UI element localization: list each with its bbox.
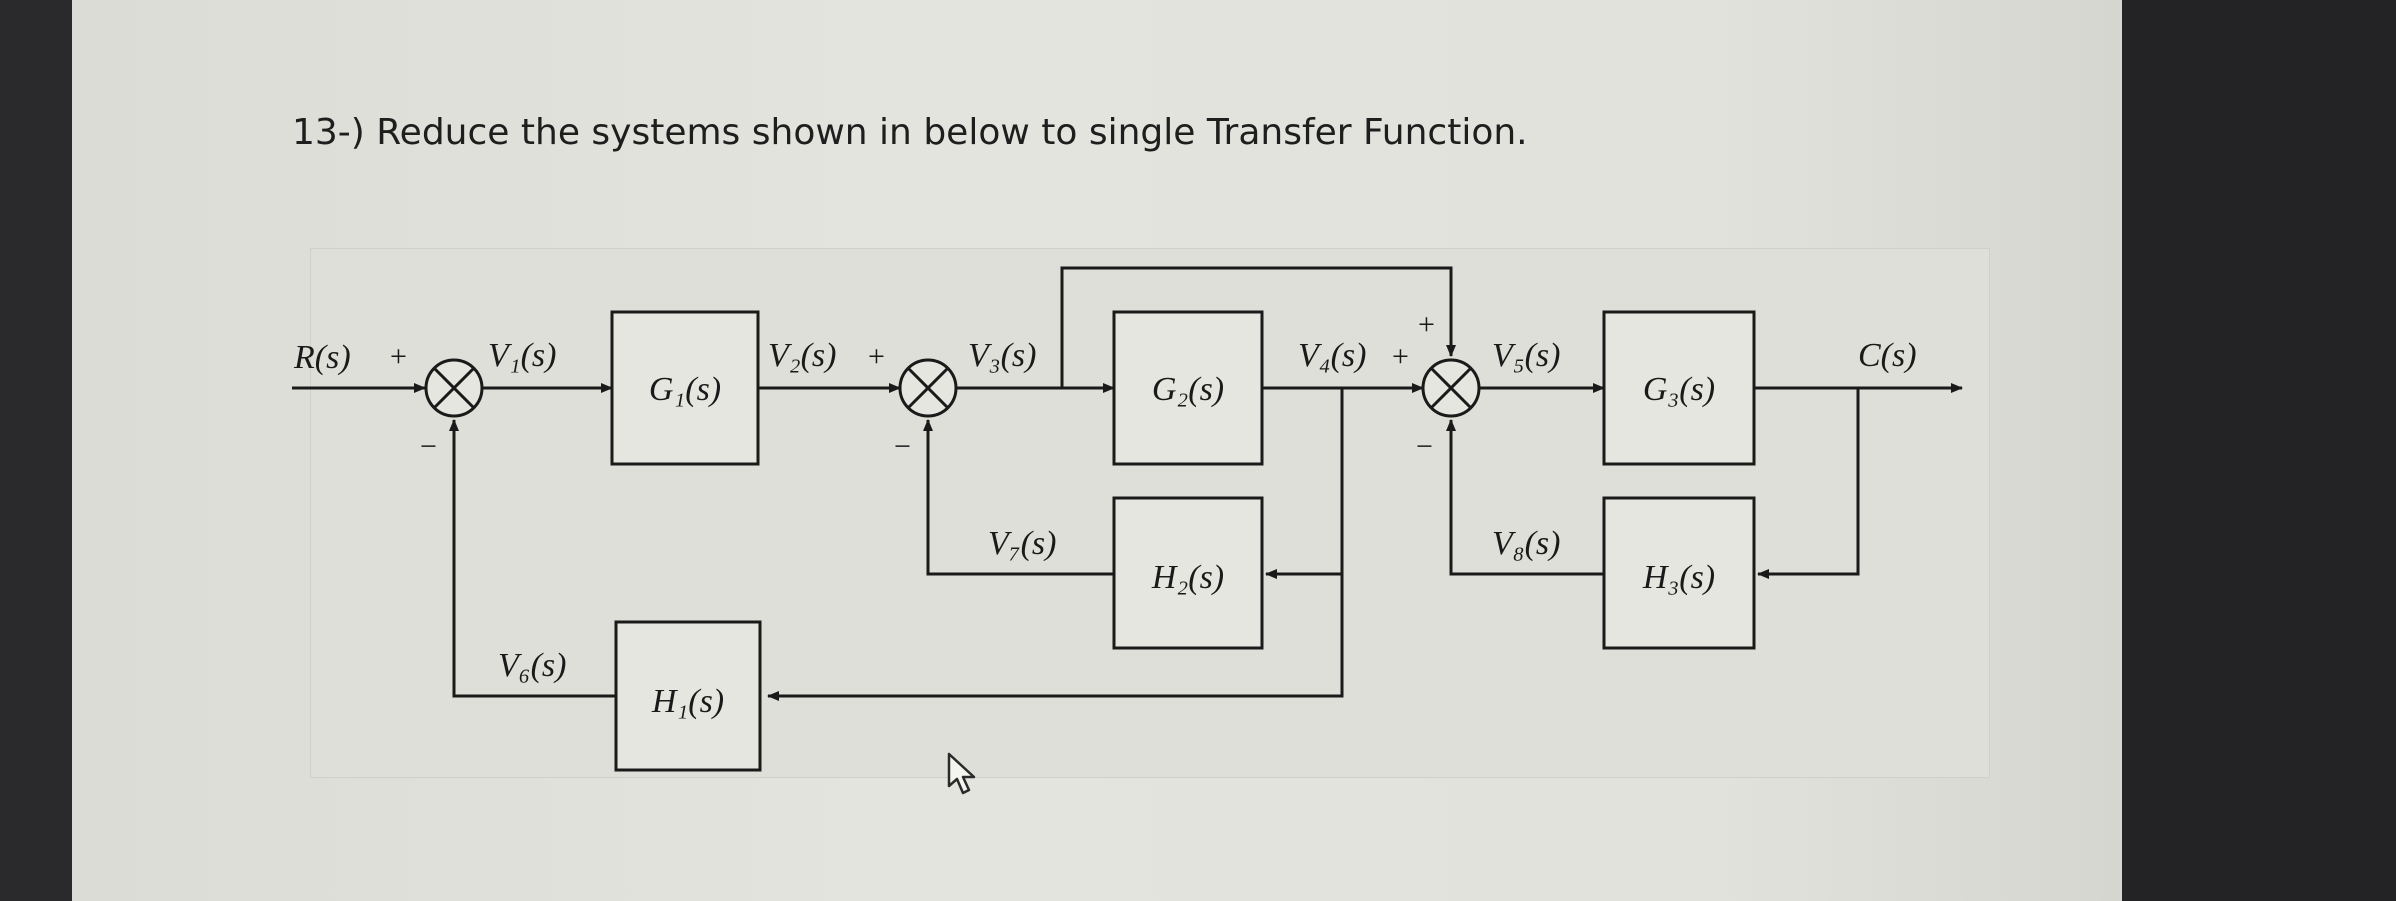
block-h3-label: H₃(s) bbox=[1642, 559, 1715, 596]
wire-v4-to-h1 bbox=[767, 388, 1344, 701]
block-h1: H₁(s) bbox=[614, 620, 762, 772]
block-h3: H₃(s) bbox=[1602, 496, 1756, 650]
label-v5: V₅(s) bbox=[1492, 337, 1560, 374]
label-v1: V₁(s) bbox=[488, 337, 556, 374]
summing-junction-1 bbox=[424, 358, 484, 418]
wire-h3-to-sum3 bbox=[1446, 419, 1604, 576]
block-g1: G₁(s) bbox=[610, 310, 760, 466]
label-output-c: C(s) bbox=[1858, 337, 1917, 374]
right-bezel bbox=[2122, 0, 2396, 901]
summing-junction-3 bbox=[1421, 358, 1481, 418]
wire-h1-to-sum1 bbox=[449, 419, 616, 698]
label-v7: V₇(s) bbox=[988, 525, 1056, 562]
block-h2-label: H₂(s) bbox=[1151, 559, 1224, 596]
sign-sum1-feedback: − bbox=[420, 430, 437, 463]
label-v3: V₃(s) bbox=[968, 337, 1036, 374]
sign-sum2-feedback: − bbox=[894, 430, 911, 463]
summing-junction-2 bbox=[898, 358, 958, 418]
block-h2: H₂(s) bbox=[1112, 496, 1264, 650]
wire-c-to-h3 bbox=[1757, 388, 1860, 579]
block-h1-label: H₁(s) bbox=[651, 683, 724, 720]
label-input-r: R(s) bbox=[293, 339, 351, 376]
label-v6: V₆(s) bbox=[498, 647, 566, 684]
block-g2: G₂(s) bbox=[1112, 310, 1264, 466]
label-v4: V₄(s) bbox=[1298, 337, 1366, 374]
mouse-cursor-icon bbox=[947, 752, 976, 795]
label-v8: V₈(s) bbox=[1492, 525, 1560, 562]
label-v2: V₂(s) bbox=[768, 337, 836, 374]
wire-feedforward-v3 bbox=[1060, 266, 1456, 388]
block-g1-label: G₁(s) bbox=[649, 371, 721, 408]
sign-sum3-feedforward: + bbox=[1418, 308, 1435, 341]
block-g2-label: G₂(s) bbox=[1152, 371, 1224, 408]
sign-sum1-input: + bbox=[390, 340, 407, 373]
wire-h2-to-sum2 bbox=[923, 419, 1114, 576]
sign-sum2-input: + bbox=[868, 340, 885, 373]
block-g3: G₃(s) bbox=[1602, 310, 1756, 466]
block-g3-label: G₃(s) bbox=[1643, 371, 1715, 408]
sign-sum3-input: + bbox=[1392, 340, 1409, 373]
sign-sum3-feedback: − bbox=[1416, 430, 1433, 463]
question-text: 13-) Reduce the systems shown in below t… bbox=[292, 112, 1528, 153]
left-bezel bbox=[0, 0, 72, 901]
